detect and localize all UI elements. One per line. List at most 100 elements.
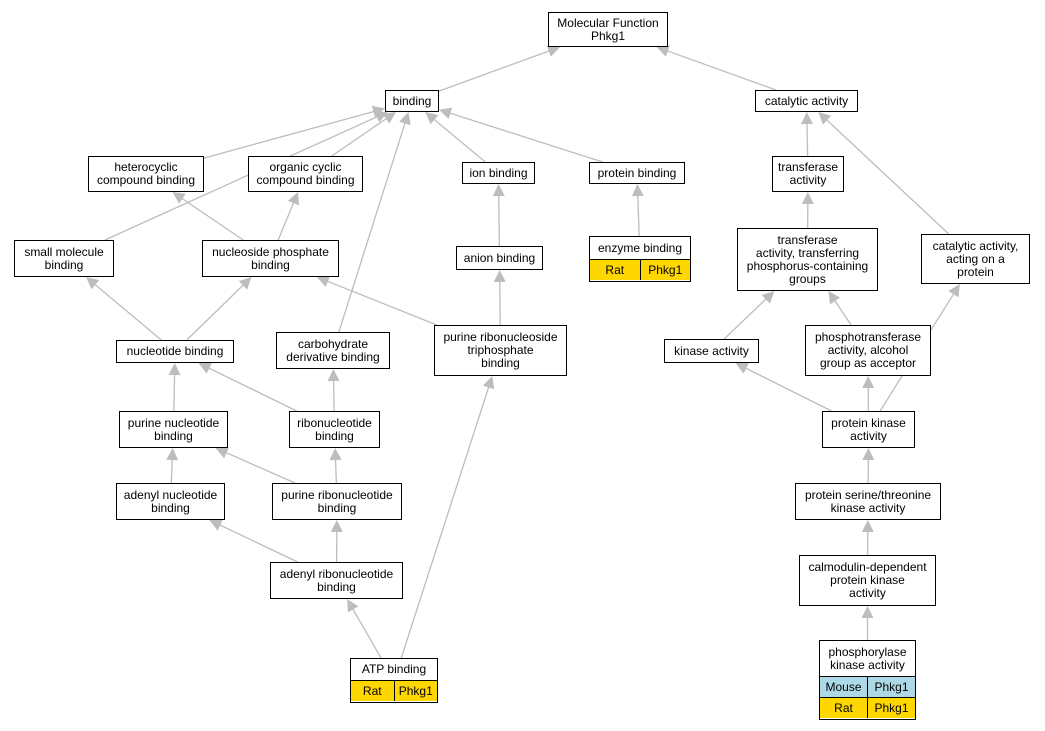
node-label: ion binding <box>469 165 528 180</box>
arrowhead-protein_kinase-to-catalytic_protein <box>948 284 960 298</box>
edge-kinase-to-transferase_p <box>723 298 767 340</box>
node-molecular-function-root[interactable]: Molecular Function Phkg1 <box>548 12 668 47</box>
node-protein-serine-threonine-kinase-activity[interactable]: protein serine/threonine kinase activity <box>795 483 941 520</box>
arrowhead-adenyl_ribonucleotide-to-purine_ribonucleotide <box>330 520 343 533</box>
arrowhead-adenyl_ribonucleotide-to-adenyl_nucleotide <box>209 519 223 531</box>
node-purine-ribonucleotide-binding[interactable]: purine ribonucleotide binding <box>272 483 402 520</box>
node-adenyl-ribonucleotide-binding[interactable]: adenyl ribonucleotide binding <box>270 562 403 599</box>
table-title: enzyme binding <box>590 237 690 260</box>
arrowhead-purine_rnt_triphosphate-to-nucleoside_phosphate <box>316 275 331 288</box>
node-nucleotide-binding[interactable]: nucleotide binding <box>116 340 234 363</box>
node-phosphorylase-kinase-activity[interactable]: phosphorylase kinase activity Mouse Phkg… <box>819 640 916 720</box>
node-protein-kinase-activity[interactable]: protein kinase activity <box>822 411 915 448</box>
arrowhead-organic-to-binding <box>382 112 396 124</box>
species-row: Rat Phkg1 <box>820 698 915 718</box>
node-label: adenyl nucleotide binding <box>123 487 218 515</box>
arrowhead-purine_ribonucleotide-to-ribonucleotide <box>329 448 342 461</box>
edge-ion-to-binding <box>434 119 486 163</box>
arrowhead-purine_ribonucleotide-to-purine_nucleotide <box>215 447 229 459</box>
species-row: Rat Phkg1 <box>351 681 437 701</box>
arrowhead-ser_thr_kinase-to-protein_kinase <box>862 448 875 461</box>
node-carbohydrate-derivative-binding[interactable]: carbohydrate derivative binding <box>276 332 390 369</box>
arrowhead-catalytic-to-root <box>656 45 670 57</box>
node-phosphotransferase-alcohol-acceptor[interactable]: phosphotransferase activity, alcohol gro… <box>805 325 931 376</box>
edge-ribonucleotide-to-carbohydrate <box>332 380 335 412</box>
edge-nucleoside_phosphate-to-organic <box>277 202 295 241</box>
node-binding[interactable]: binding <box>385 90 439 112</box>
arrowhead-ion-to-binding <box>425 112 439 125</box>
arrowhead-transferase-to-catalytic <box>800 112 813 125</box>
edge-catalytic_protein-to-catalytic <box>826 119 950 235</box>
node-label: purine ribonucleotide binding <box>281 487 393 515</box>
node-protein-binding[interactable]: protein binding <box>589 162 685 184</box>
node-transferase-phosphorus-groups[interactable]: transferase activity, transferring phosp… <box>737 228 878 291</box>
edge-organic-to-binding <box>331 118 387 157</box>
node-enzyme-binding[interactable]: enzyme binding Rat Phkg1 <box>589 236 691 282</box>
node-label: heterocyclic compound binding <box>96 160 196 187</box>
node-label: calmodulin-dependent protein kinase acti… <box>808 560 927 600</box>
edge-binding-to-root <box>438 50 549 92</box>
node-label: adenyl ribonucleotide binding <box>279 566 394 594</box>
arrowhead-transferase_p-to-transferase <box>801 192 814 205</box>
arrowhead-protein_kinase-to-phosphotransferase <box>862 376 875 389</box>
node-adenyl-nucleotide-binding[interactable]: adenyl nucleotide binding <box>116 483 225 520</box>
arrowhead-nucleoside_phosphate-to-organic <box>287 192 299 206</box>
edge-protein_binding-to-binding <box>450 112 603 163</box>
node-kinase-activity[interactable]: kinase activity <box>664 339 759 363</box>
node-ribonucleotide-binding[interactable]: ribonucleotide binding <box>289 411 380 448</box>
arrowhead-catalytic_protein-to-catalytic <box>818 112 832 125</box>
edge-purine_nucleotide-to-nucleotide <box>173 374 176 412</box>
node-purine-ribonucleoside-triphosphate-binding[interactable]: purine ribonucleoside triphosphate bindi… <box>434 325 567 376</box>
node-atp-binding[interactable]: ATP binding Rat Phkg1 <box>350 658 438 703</box>
species-row: Rat Phkg1 <box>590 260 690 280</box>
arrowhead-purine_nucleotide-to-nucleotide <box>168 363 181 376</box>
edge-purine_rnt_triphosphate-to-nucleoside_phosphate <box>327 280 437 326</box>
node-label: ribonucleotide binding <box>297 415 372 443</box>
node-label: organic cyclic compound binding <box>256 160 355 187</box>
edge-anion-to-ion <box>498 195 501 247</box>
arrowhead-calmodulin-to-ser_thr_kinase <box>861 520 874 533</box>
table-title: phosphorylase kinase activity <box>820 641 915 677</box>
edge-purine_ribonucleotide-to-purine_nucleotide <box>226 452 296 484</box>
node-label: transferase activity <box>777 160 839 187</box>
edge-atp-to-purine_rnt_triphosphate <box>400 387 490 659</box>
node-label: nucleotide binding <box>126 344 224 358</box>
arrowhead-nucleoside_phosphate-to-hetero <box>172 192 186 204</box>
edge-nucleoside_phosphate-to-hetero <box>182 198 244 241</box>
gene-cell: Phkg1 <box>393 681 437 701</box>
arrowhead-atp-to-adenyl_ribonucleotide <box>347 599 359 613</box>
species-row: Mouse Phkg1 <box>820 677 915 698</box>
edge-purine_ribonucleotide-to-ribonucleotide <box>334 459 338 484</box>
node-catalytic-activity-acting-on-protein[interactable]: catalytic activity, acting on a protein <box>921 234 1030 284</box>
node-anion-binding[interactable]: anion binding <box>456 246 543 270</box>
gene-cell: Phkg1 <box>639 260 690 280</box>
node-catalytic-activity[interactable]: catalytic activity <box>755 90 858 112</box>
arrowhead-kinase-to-transferase_p <box>761 291 775 304</box>
node-small-molecule-binding[interactable]: small molecule binding <box>14 240 114 277</box>
node-purine-nucleotide-binding[interactable]: purine nucleotide binding <box>119 411 228 448</box>
node-label: small molecule binding <box>24 244 104 272</box>
edge-carbohydrate-to-binding <box>338 123 406 333</box>
edge-atp-to-adenyl_ribonucleotide <box>352 609 382 659</box>
arrowhead-protein_binding-to-binding <box>439 107 453 120</box>
node-label: binding <box>392 93 432 108</box>
node-label: catalytic activity, acting on a protein <box>932 238 1019 279</box>
node-ion-binding[interactable]: ion binding <box>462 162 535 184</box>
species-cell: Rat <box>351 681 394 701</box>
node-transferase-activity[interactable]: transferase activity <box>772 156 844 192</box>
edge-adenyl_ribonucleotide-to-adenyl_nucleotide <box>219 524 298 563</box>
node-label: purine nucleotide binding <box>127 415 220 443</box>
edge-transferase-to-catalytic <box>806 123 809 157</box>
node-calmodulin-dependent-protein-kinase-activity[interactable]: calmodulin-dependent protein kinase acti… <box>799 555 936 606</box>
arrowhead-ribonucleotide-to-nucleotide <box>198 362 212 374</box>
edge-enzyme-to-protein_binding <box>637 195 640 237</box>
arrowhead-purine_rnt_triphosphate-to-anion <box>493 270 506 283</box>
arrowhead-protein_kinase-to-kinase <box>735 363 749 374</box>
node-nucleoside-phosphate-binding[interactable]: nucleoside phosphate binding <box>202 240 339 277</box>
node-organic-cyclic-compound-binding[interactable]: organic cyclic compound binding <box>248 156 363 192</box>
node-heterocyclic-compound-binding[interactable]: heterocyclic compound binding <box>88 156 204 192</box>
edge-hetero-to-binding <box>203 110 374 159</box>
node-label: protein serine/threonine kinase activity <box>804 487 932 515</box>
arrowhead-phosphorylase-to-calmodulin <box>861 606 874 618</box>
